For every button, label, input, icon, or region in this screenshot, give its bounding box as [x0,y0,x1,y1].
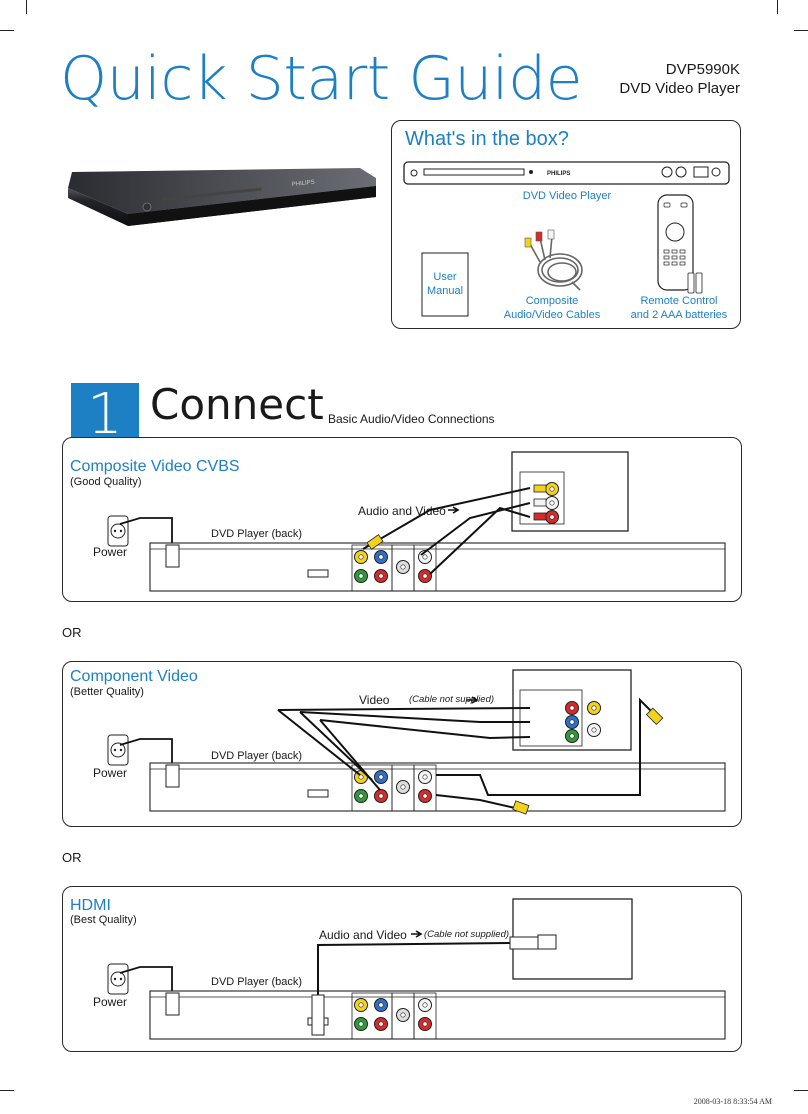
panel-quality: (Better Quality) [70,686,144,698]
cables-label-line1: Composite [525,295,579,307]
dvd-back-label: DVD Player (back) [211,528,303,540]
cable-label: Video [359,693,390,707]
cable-label: Audio and Video [319,928,407,942]
panel-quality: (Best Quality) [70,914,137,926]
section-title: Connect [150,380,324,429]
dvd-back-label: DVD Player (back) [211,750,303,762]
model-number: DVP5990K [665,61,740,78]
product-name: DVD Video Player [619,80,740,97]
cables-label-line2: Audio/Video Cables [503,309,601,321]
dvd-back-label: DVD Player (back) [211,976,303,988]
box-manual-label: User Manual [422,270,468,298]
crop-mark [0,1090,14,1091]
tv-label: TV (back) [552,677,600,689]
or-separator: OR [62,850,82,865]
power-label: Power [93,995,128,1009]
manual-label-line2: Manual [426,285,464,297]
panel-title: Component Video [70,668,198,685]
box-heading: What's in the box? [405,128,569,150]
panel-quality: (Good Quality) [70,476,142,488]
photo-brand: PHILIPS [292,180,316,188]
crop-mark [777,0,778,14]
power-label: Power [93,545,128,559]
power-label: Power [93,766,128,780]
page-title: Quick Start Guide [60,44,583,114]
tv-label: TV (back) [548,457,596,469]
section-number: 1 [71,383,139,447]
panel-title: HDMI [70,897,111,914]
section-subtitle: Basic Audio/Video Connections [328,412,495,426]
panel-hdmi [62,886,742,1052]
box-remote-label: Remote Control and 2 AAA batteries [623,294,735,322]
tv-label: TV (back) [553,905,601,917]
box-player-label: DVD Video Player [522,190,612,202]
print-timestamp: 2008-03-18 8:33:54 AM [693,1097,772,1106]
crop-mark [794,1090,808,1091]
cable-note: (Cable not supplied) [424,929,510,940]
remote-label-line2: and 2 AAA batteries [630,309,728,321]
remote-label-line1: Remote Control [640,295,718,307]
model-info: DVP5990K DVD Video Player [619,60,740,98]
crop-mark [0,30,14,31]
audio-label: Audio [525,781,556,795]
crop-mark [794,30,808,31]
cable-note: (Cable not supplied) [409,694,495,705]
box-cables-label: Composite Audio/Video Cables [497,294,607,322]
cable-label: Audio and Video [358,504,446,518]
crop-mark [26,0,27,14]
manual-label-line1: User [433,271,457,283]
or-separator: OR [62,625,82,640]
panel-title: Composite Video CVBS [70,458,240,475]
